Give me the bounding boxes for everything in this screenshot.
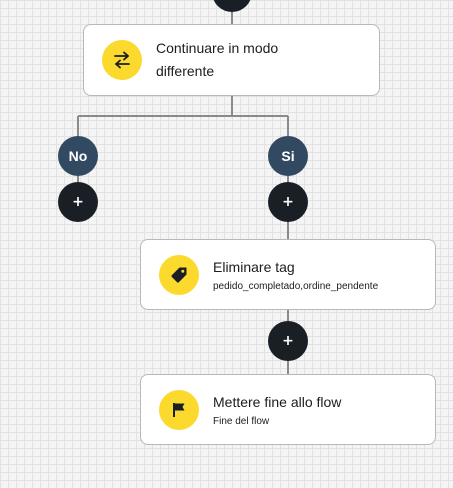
branch-no-label: No bbox=[58, 136, 98, 176]
branch-si-label: Si bbox=[268, 136, 308, 176]
plus-icon: + bbox=[282, 194, 294, 210]
node-title: Continuare in modo differente bbox=[156, 40, 279, 79]
add-step-button-middle[interactable]: + bbox=[268, 321, 308, 361]
node-subtitle: Fine del flow bbox=[213, 416, 270, 427]
flag-icon bbox=[159, 389, 199, 430]
swap-arrows-icon bbox=[102, 40, 142, 80]
continue-differently-node[interactable]: Continuare in modo differente bbox=[83, 24, 380, 96]
node-title: Mettere fine allo flow bbox=[213, 394, 342, 410]
add-step-button-top[interactable] bbox=[212, 0, 252, 12]
add-step-button-no[interactable]: + bbox=[58, 182, 98, 222]
node-title: Eliminare tag bbox=[213, 259, 295, 275]
add-step-button-si[interactable]: + bbox=[268, 182, 308, 222]
plus-icon: + bbox=[282, 333, 294, 349]
node-subtitle: pedido_completado,ordine_pendente bbox=[213, 281, 379, 292]
remove-tag-node[interactable]: Eliminare tag pedido_completado,ordine_p… bbox=[140, 239, 436, 310]
plus-icon: + bbox=[72, 194, 84, 210]
end-flow-node[interactable]: Mettere fine allo flow Fine del flow bbox=[140, 374, 436, 445]
tag-icon bbox=[159, 254, 199, 295]
